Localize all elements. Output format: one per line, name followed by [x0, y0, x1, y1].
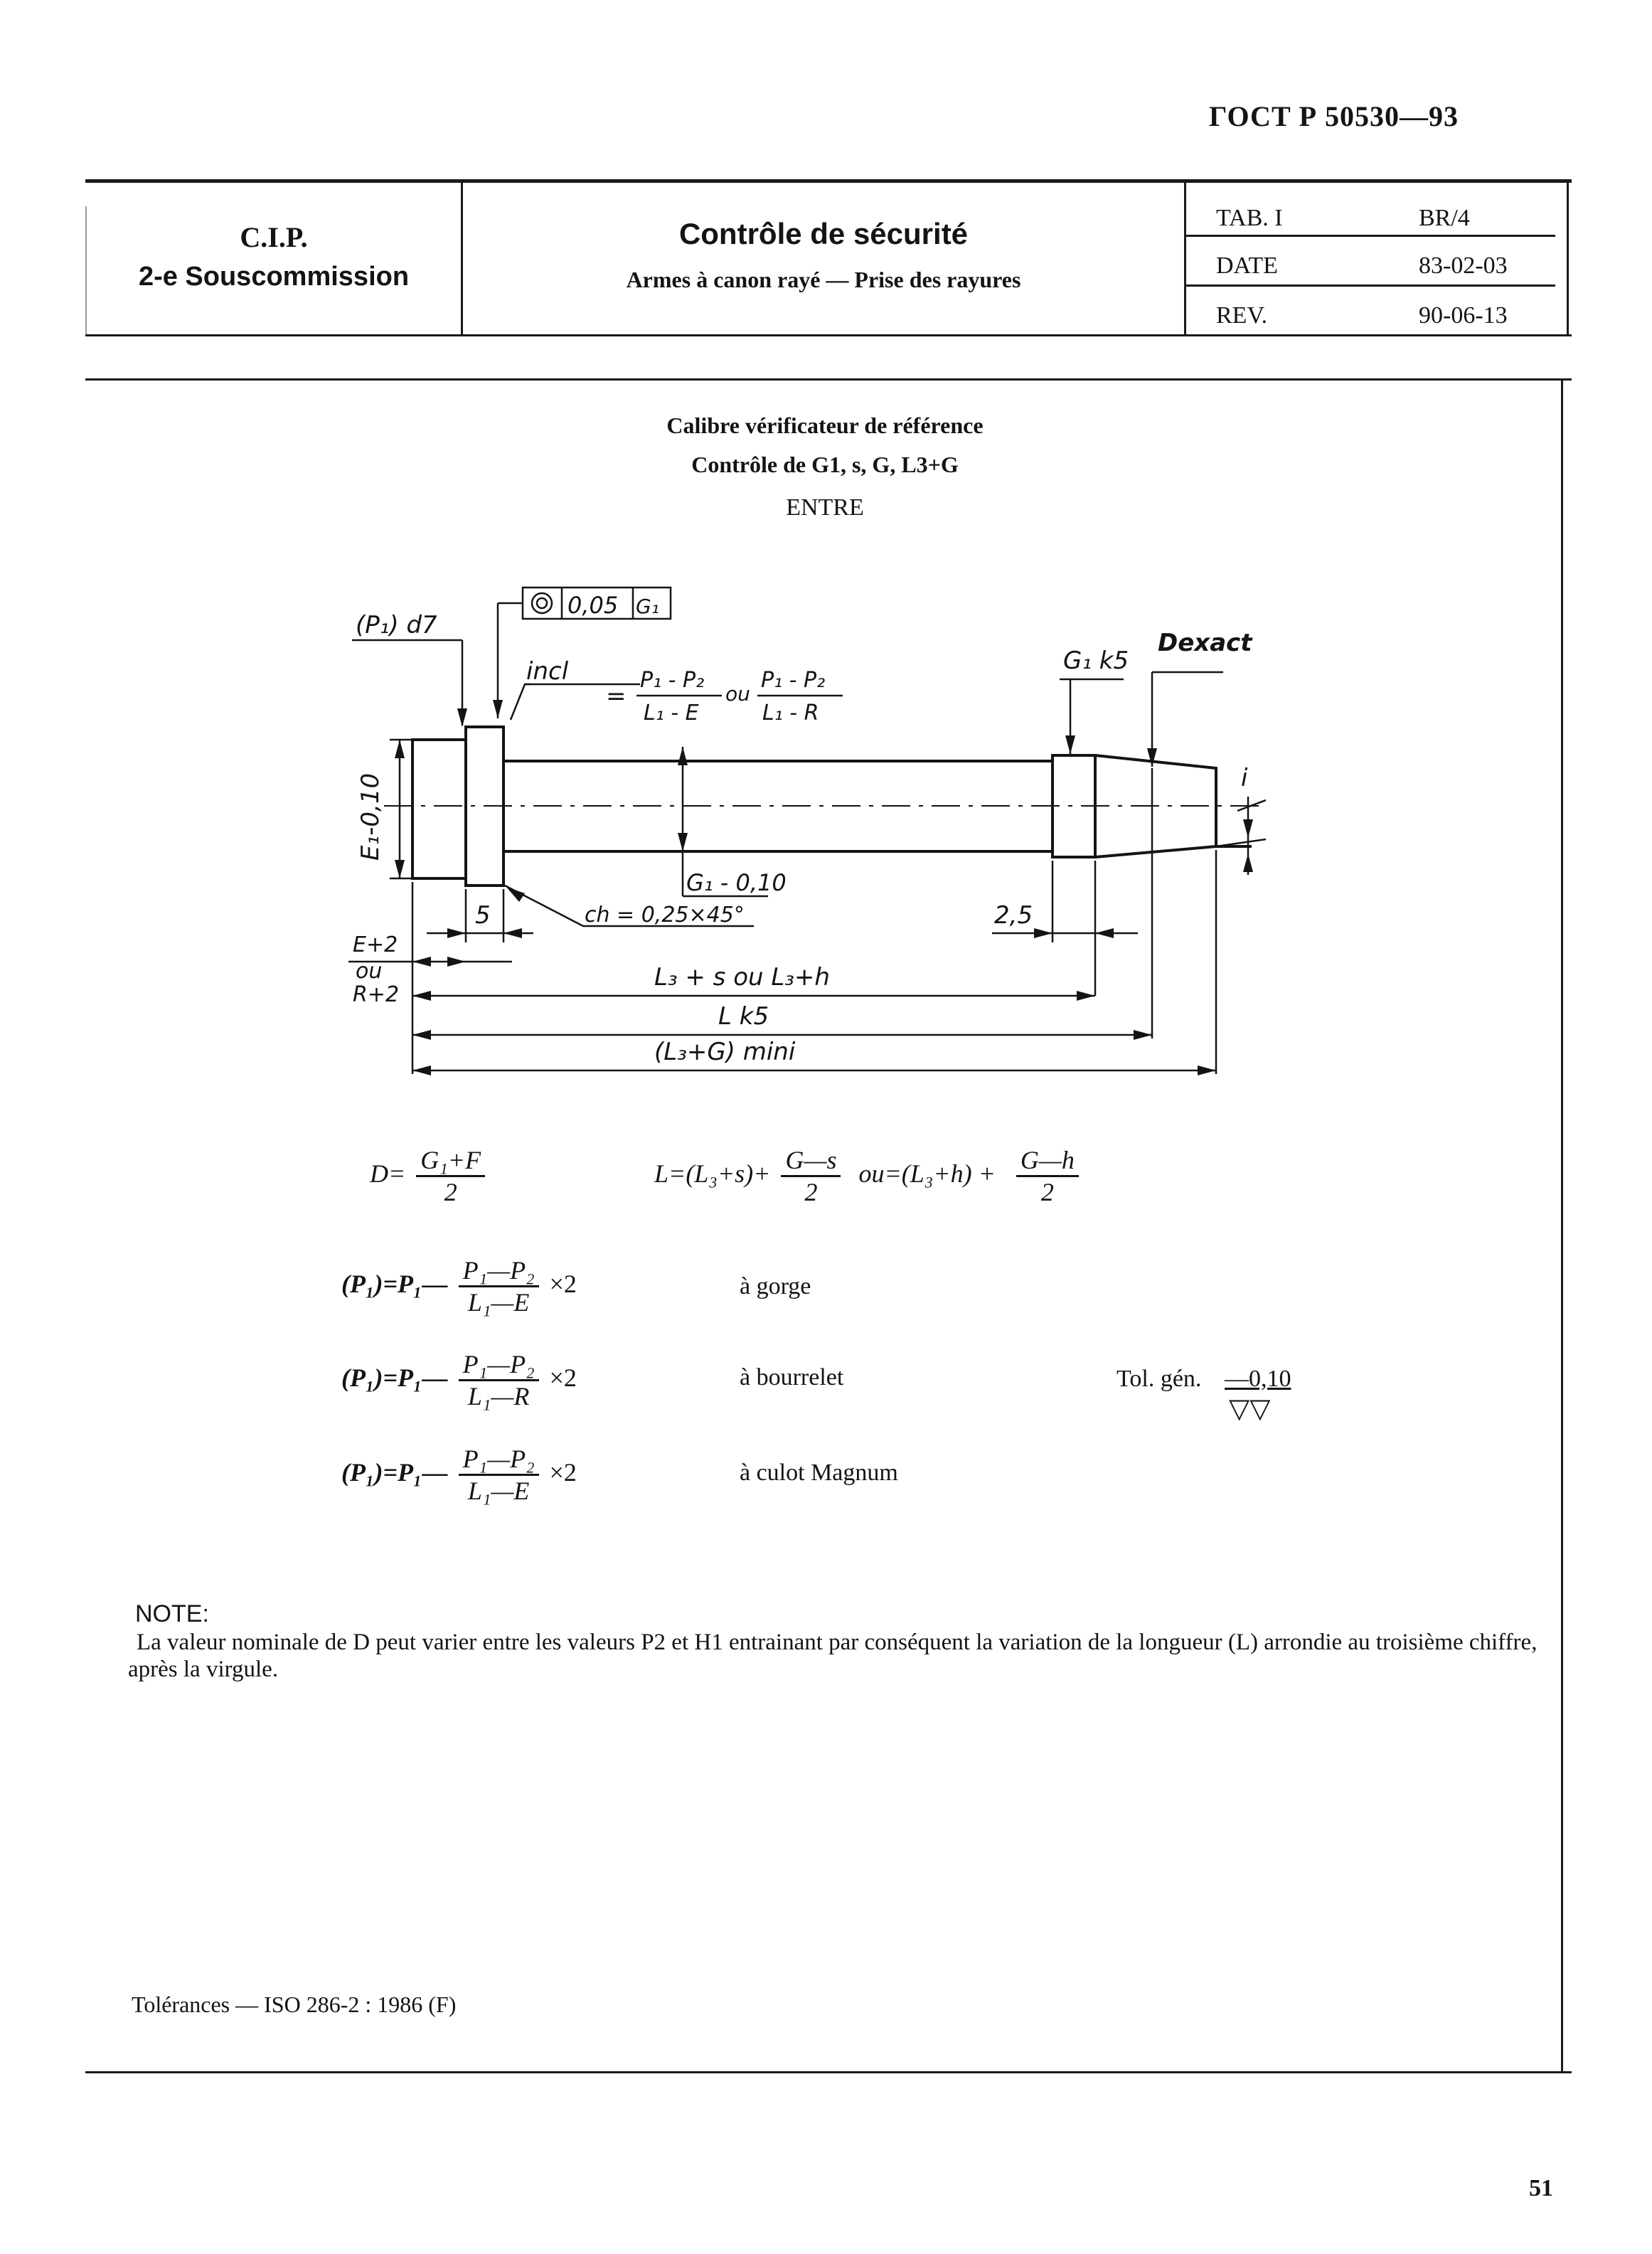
title-block-edge-left — [85, 206, 87, 334]
main-frame-top-rule — [85, 378, 1572, 381]
label-chamfer: ch = 0,25×45° — [585, 903, 745, 927]
date-value: 83-02-03 — [1419, 252, 1508, 279]
page-number: 51 — [1529, 2175, 1553, 2201]
org-name: C.I.P. — [240, 221, 308, 253]
main-frame-bottom-rule — [85, 2071, 1572, 2073]
tol-gen-value: —0,10 — [1225, 1366, 1291, 1392]
label-e2: E+2 — [353, 932, 398, 957]
document-subtitle: Armes à canon rayé — Prise des rayures — [626, 267, 1021, 292]
label-r2: R+2 — [353, 982, 399, 1007]
tab-key: TAB. I — [1216, 205, 1283, 231]
formula-l-f1-num: G—s — [781, 1145, 841, 1177]
formula-l-part2: ou=(L₃+h) + — [858, 1159, 996, 1188]
label-tol-value: 0,05 — [567, 592, 618, 619]
formula-desc-bourrelet: à bourrelet — [740, 1364, 844, 1391]
date-key: DATE — [1216, 252, 1278, 279]
formula-l-f2-den: 2 — [1040, 1178, 1054, 1206]
title-block-row-rule-1 — [1185, 235, 1555, 237]
label-ou2: ou — [356, 959, 382, 984]
main-frame-right-rule — [1561, 380, 1563, 2073]
label-five: 5 — [475, 901, 491, 930]
note-text: La valeur nominale de D peut varier entr… — [128, 1630, 1538, 1682]
subcommission: 2-e Souscommission — [138, 262, 410, 292]
title-block-divider-right — [1184, 182, 1186, 334]
drawing-title-line3: ENTRE — [786, 494, 864, 521]
label-frac1-num: P₁ - P₂ — [640, 668, 704, 693]
gauge-drawing: (P₁) d7 0,05 G₁ incl = P₁ - P₂ L₁ - E ou… — [348, 586, 1267, 1075]
formula-p1-lhs: (P₁)=P₁— — [341, 1363, 448, 1392]
formula-p1-lhs: (P₁)=P₁— — [341, 1457, 448, 1487]
label-g1-010: G₁ - 0,10 — [686, 869, 787, 896]
formula-times2: ×2 — [549, 1457, 577, 1487]
formula-d-lhs: D= — [370, 1159, 406, 1188]
formula-p1-den: L₁—R — [467, 1382, 530, 1410]
label-lk5: L k5 — [718, 1002, 769, 1031]
label-incl-eq: = — [606, 682, 627, 711]
title-block-top-rule — [85, 179, 1572, 183]
label-i: i — [1241, 764, 1248, 792]
label-frac1-den: L₁ - E — [644, 701, 699, 725]
gauge-collar — [464, 725, 505, 887]
drawing-title-line2: Contrôle de G1, s, G, L3+G — [691, 452, 959, 477]
label-frac2-num: P₁ - P₂ — [761, 668, 825, 693]
formula-p1-den: L₁—E — [467, 1477, 530, 1505]
label-two-five: 2,5 — [994, 901, 1033, 930]
formula-l-f1-den: 2 — [804, 1178, 818, 1206]
label-l3s: L₃ + s ou L₃+h — [654, 963, 830, 992]
concentricity-icon — [531, 592, 553, 615]
label-g1-k5: G₁ k5 — [1063, 647, 1129, 675]
formula-p1-lhs: (P₁)=P₁— — [341, 1269, 448, 1298]
formula-p1-num: P₁—P₂ — [458, 1349, 539, 1381]
gauge-shaft — [503, 760, 1053, 853]
formula-p1-num: P₁—P₂ — [458, 1444, 539, 1476]
drawing-title-line1: Calibre vérificateur de référence — [666, 413, 984, 438]
formula-l-f2-num: G—h — [1016, 1145, 1079, 1177]
label-frac2-den: L₁ - R — [762, 701, 819, 725]
formula-l-part1: L=(L₃+s)+ — [654, 1159, 771, 1188]
tol-gen-label: Tol. gén. — [1117, 1366, 1202, 1392]
formula-p1-num: P₁—P₂ — [458, 1255, 539, 1287]
title-block-edge-right — [1567, 182, 1569, 334]
formula-d-num: G₁+F — [416, 1145, 486, 1177]
document-title: Contrôle de sécurité — [678, 217, 969, 250]
standard-code: ГОСТ Р 50530—93 — [1209, 100, 1459, 132]
tol-gen-symbol: ▽▽ — [1229, 1393, 1271, 1424]
formula-times2: ×2 — [549, 1269, 577, 1298]
title-block-divider-left — [461, 182, 463, 334]
rev-value: 90-06-13 — [1419, 302, 1508, 329]
gauge-left-end — [411, 738, 467, 880]
formula-desc-gorge: à gorge — [740, 1273, 811, 1299]
formula-times2: ×2 — [549, 1363, 577, 1392]
label-e1: E₁-0,10 — [356, 773, 385, 861]
label-p1-d7: (P₁) d7 — [356, 611, 437, 639]
formula-d-den: 2 — [444, 1178, 457, 1206]
tab-value: BR/4 — [1419, 205, 1470, 231]
title-block-row-rule-2 — [1185, 285, 1555, 287]
label-l3g: (L₃+G) mini — [654, 1038, 796, 1066]
formula-p1-den: L₁—E — [467, 1288, 530, 1317]
label-ou: ou — [725, 682, 750, 706]
note-heading: NOTE: — [135, 1600, 209, 1627]
tolerances-footer: Tolérances — ISO 286-2 : 1986 (F) — [132, 1992, 457, 2017]
label-dexact: Dexact — [1158, 629, 1253, 657]
label-incl: incl — [526, 657, 569, 686]
title-block-bottom-rule — [85, 334, 1572, 336]
rev-key: REV. — [1216, 302, 1268, 329]
label-tol-datum: G₁ — [636, 595, 659, 618]
formula-desc-magnum: à culot Magnum — [740, 1460, 898, 1486]
